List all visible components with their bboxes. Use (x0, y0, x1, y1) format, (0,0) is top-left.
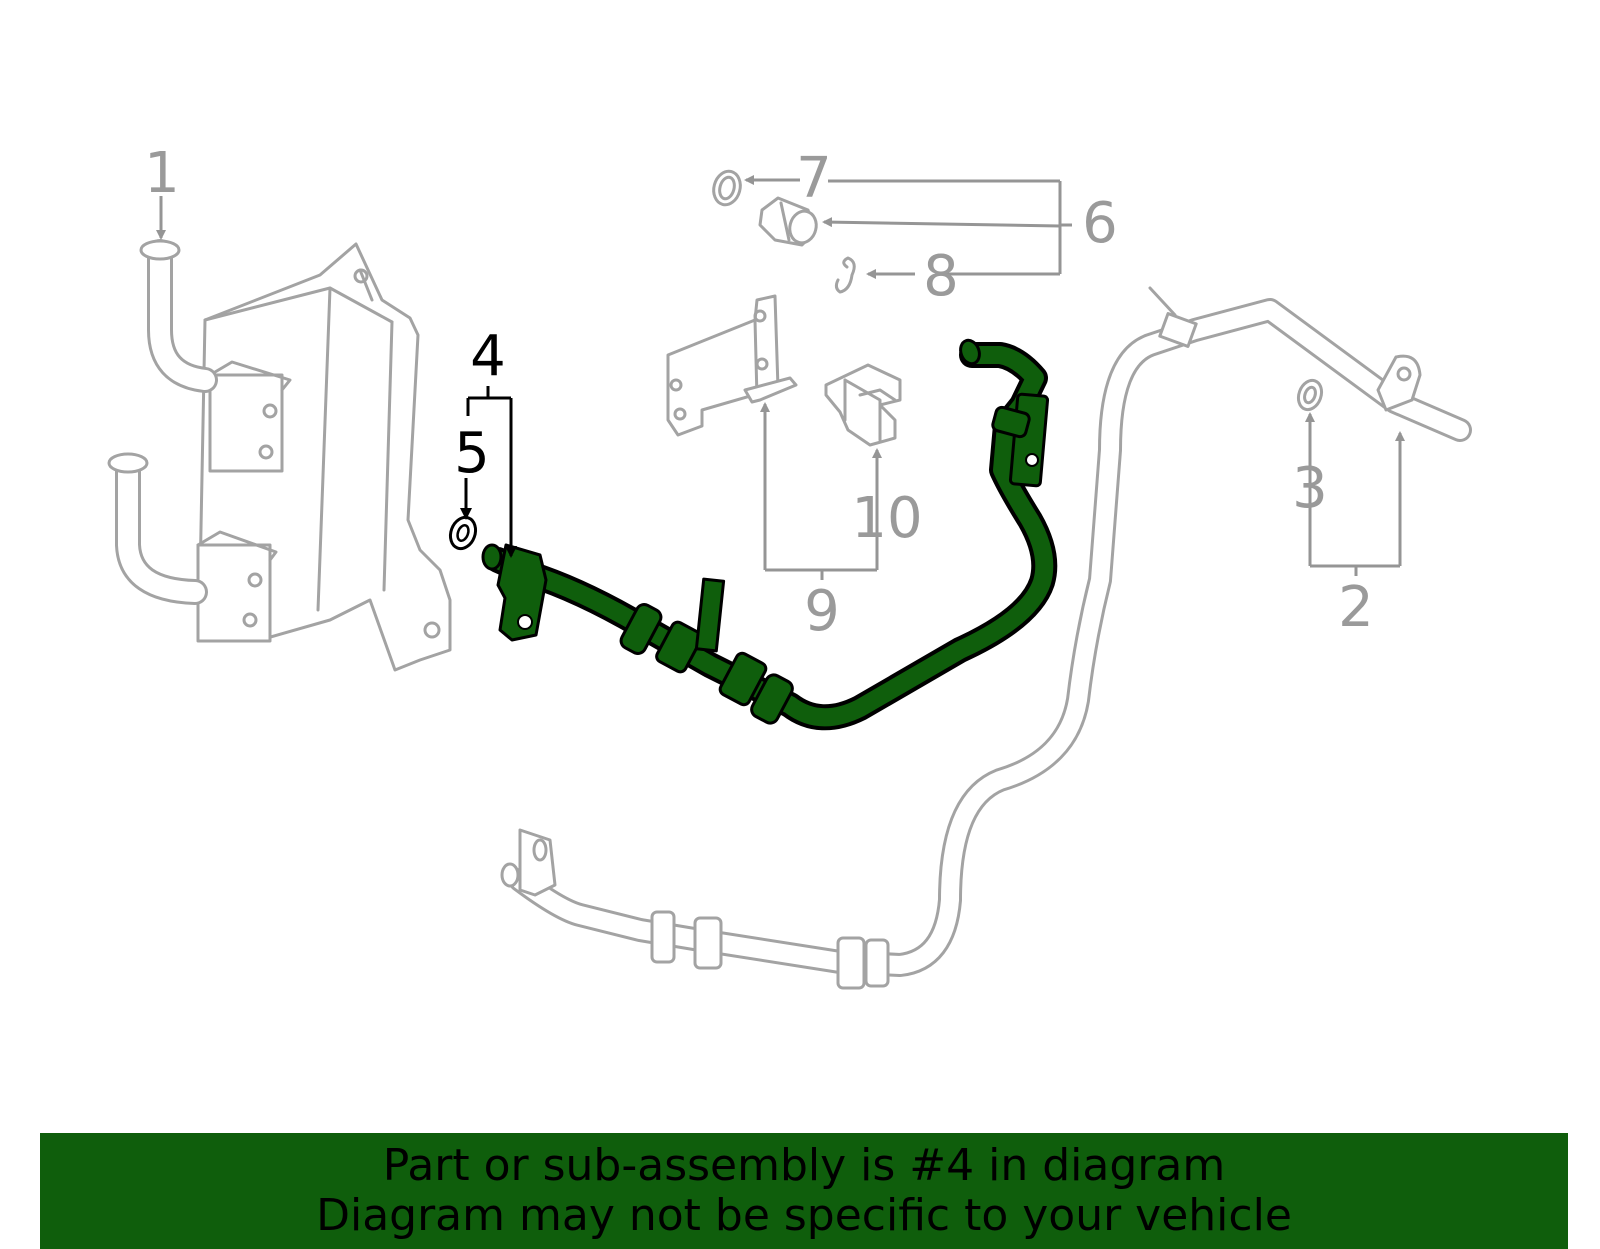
info-banner: Part or sub-assembly is #4 in diagram Di… (40, 1133, 1568, 1249)
seal-part-3 (1296, 378, 1324, 412)
oil-cooler-part-1 (107, 239, 452, 672)
fitting-kit-part-6 (712, 169, 856, 294)
cooler-line-part-2 (500, 286, 1472, 990)
callout-1: 1 (144, 141, 180, 206)
callout-8: 8 (923, 244, 959, 309)
callout-5: 5 (454, 421, 490, 486)
banner-background (40, 1133, 1568, 1249)
banner-line-1: Part or sub-assembly is #4 in diagram (382, 1140, 1226, 1191)
callout-6: 6 (1082, 191, 1118, 256)
banner-line-2: Diagram may not be specific to your vehi… (316, 1190, 1292, 1241)
o-ring-part-5 (448, 515, 478, 551)
clip-part-10 (824, 363, 902, 447)
callout-7: 7 (796, 146, 832, 211)
callout-10: 10 (851, 486, 922, 551)
cooler-hose-part-4-highlighted (481, 338, 1058, 731)
callout-9: 9 (804, 579, 840, 644)
callout-numbers: 1 2 3 4 5 6 7 8 9 10 (144, 141, 1374, 644)
callout-3: 3 (1292, 456, 1328, 521)
callout-leaders (156, 175, 1405, 580)
callout-2: 2 (1338, 575, 1374, 640)
bracket-part-9 (666, 294, 798, 437)
callout-4: 4 (470, 324, 506, 389)
